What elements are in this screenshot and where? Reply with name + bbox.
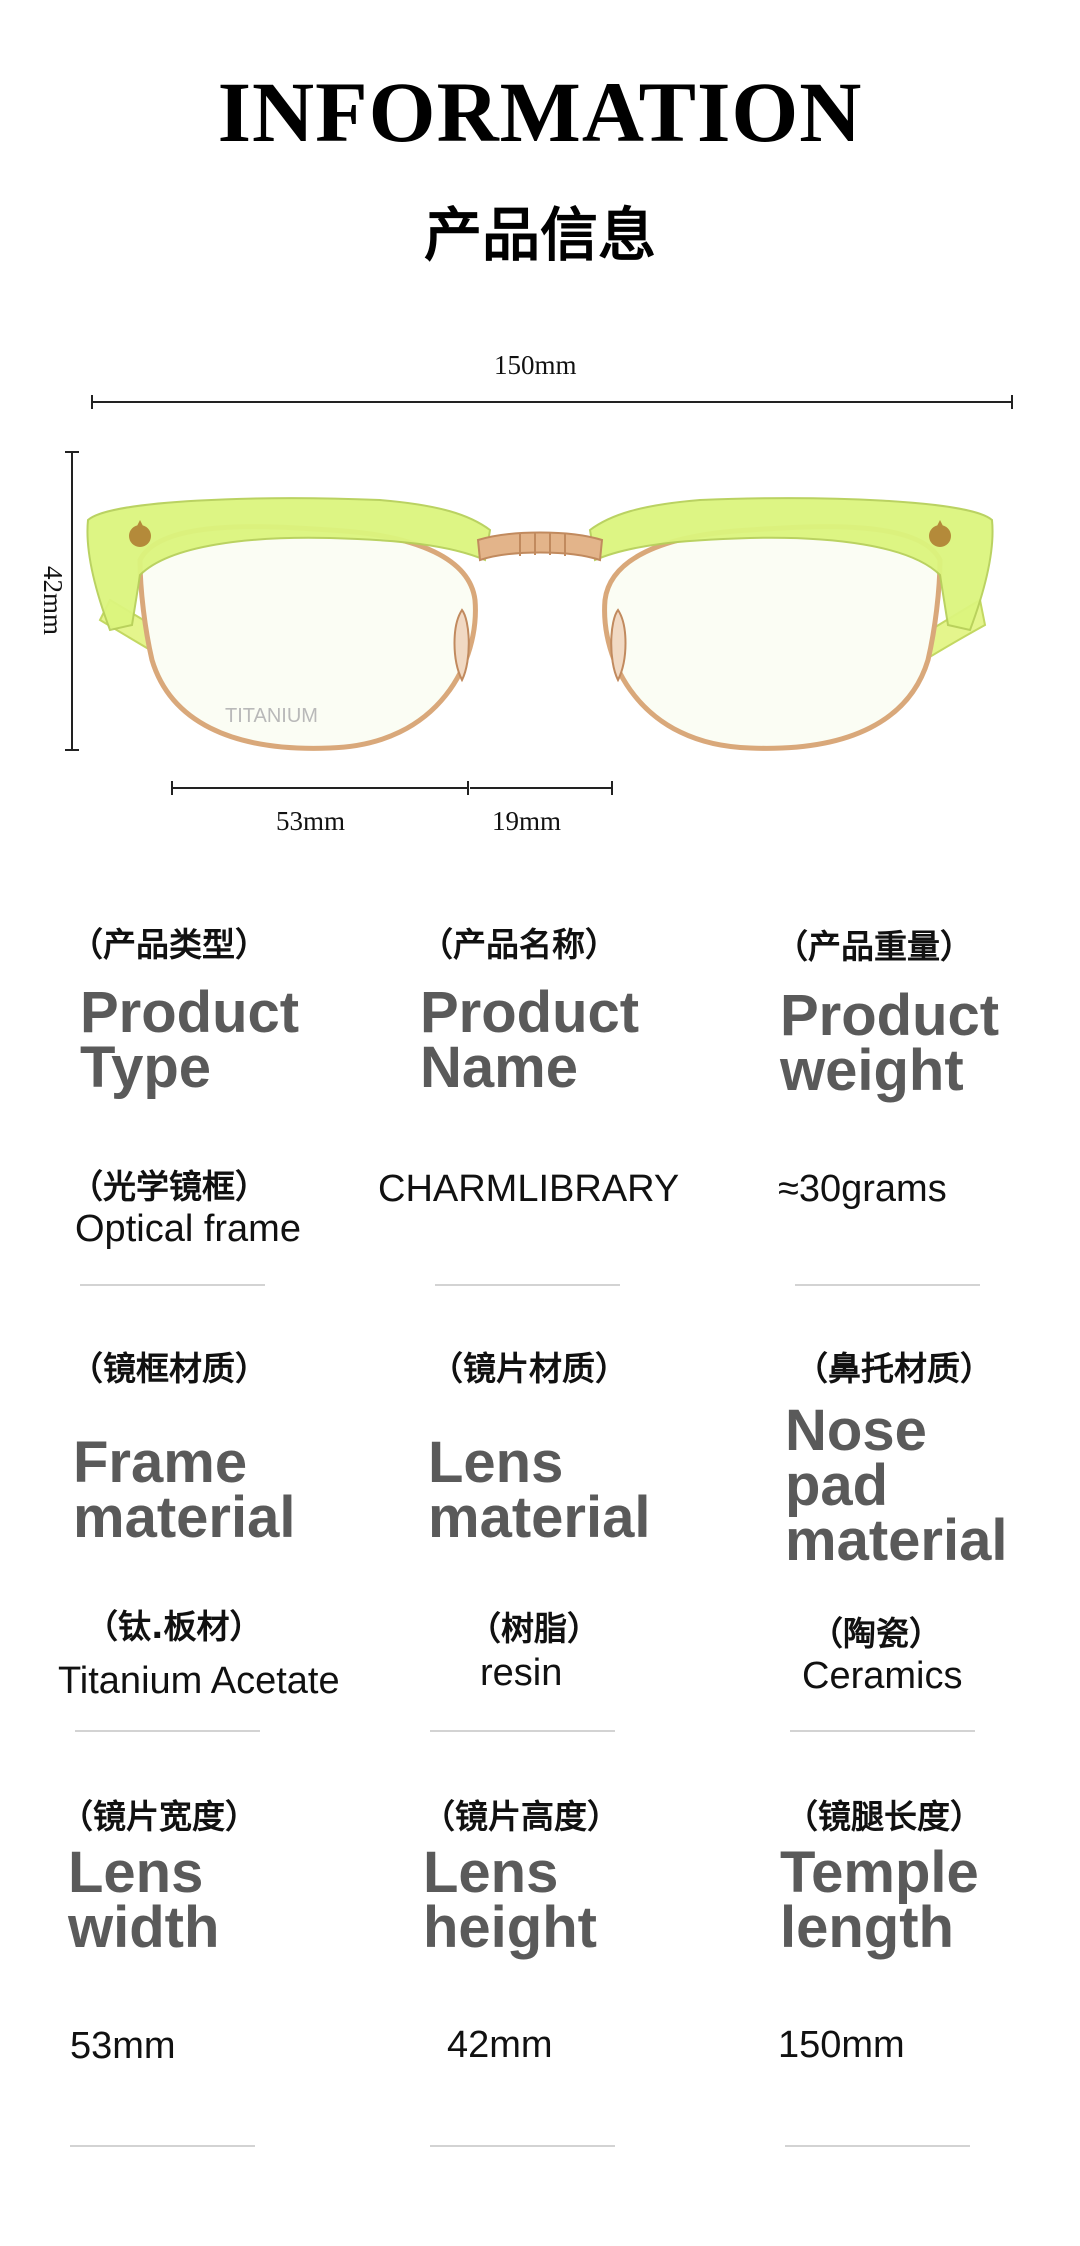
spec-product-name-separator [435, 1284, 620, 1286]
spec-product-name-value: CHARMLIBRARY [378, 1168, 680, 1210]
spec-lens-material-value: resin [480, 1652, 563, 1694]
spec-temple-length-separator [785, 2145, 970, 2147]
spec-lens-width-value: 53mm [70, 2025, 176, 2067]
glasses-diagram: TITANIUM [65, 395, 1013, 795]
spec-lens-height-separator [430, 2145, 615, 2147]
total-width-label: 150mm [494, 350, 577, 380]
lens-width-dimension-line [171, 781, 469, 795]
left-browline [86, 497, 492, 632]
lens-height-dimension-line [65, 451, 79, 751]
spec-product-type-value-cn: （光学镜框） [70, 1167, 268, 1206]
spec-product-name-cn: （产品名称） [420, 925, 618, 964]
spec-product-type-separator [80, 1284, 265, 1286]
spec-frame-material-separator [75, 1730, 260, 1732]
spec-frame-material-cn: （镜框材质） [70, 1349, 268, 1388]
spec-product-type-cn: （产品类型） [70, 925, 268, 964]
spec-lens-height-cn: （镜片高度） [422, 1797, 620, 1836]
spec-temple-length-value: 150mm [778, 2024, 905, 2066]
right-nose-pad [610, 608, 627, 683]
spec-product-type-heading: Product Type [80, 980, 300, 1101]
right-lens-rim [602, 524, 943, 751]
spec-nose-pad-material-separator [790, 1730, 975, 1732]
spec-frame-material-value-cn: （钛.板材） [85, 1607, 263, 1646]
spec-lens-width-heading: Lens width [68, 1840, 220, 1961]
frame-print-text: TITANIUM [225, 705, 318, 727]
spec-nose-pad-material-heading: Nose pad material [785, 1398, 1008, 1574]
lens-width-label: 53mm [276, 806, 346, 836]
spec-nose-pad-material-value: Ceramics [802, 1655, 963, 1697]
spec-lens-width-cn: （镜片宽度） [60, 1797, 258, 1836]
lens-height-label: 42mm [38, 565, 69, 636]
spec-product-weight-separator [795, 1284, 980, 1286]
page-title: INFORMATION [217, 64, 863, 160]
spec-lens-material-separator [430, 1730, 615, 1732]
right-fleur-icon [929, 520, 951, 547]
spec-lens-material-heading: Lens material [428, 1430, 651, 1551]
spec-product-weight-heading: Product weight [780, 983, 1000, 1104]
left-fleur-icon [129, 520, 151, 547]
spec-lens-height-heading: Lens height [423, 1840, 597, 1961]
spec-temple-length-heading: Temple length [780, 1840, 979, 1961]
spec-lens-height-value: 42mm [447, 2024, 553, 2066]
spec-nose-pad-material-cn: （鼻托材质） [795, 1349, 993, 1388]
spec-lens-material-cn: （镜片材质） [430, 1349, 628, 1388]
spec-temple-length-cn: （镜腿长度） [785, 1797, 983, 1836]
spec-product-name-heading: Product Name [420, 980, 640, 1101]
spec-frame-material-value: Titanium Acetate [58, 1660, 340, 1702]
total-width-dimension-line [91, 395, 1013, 409]
spec-nose-pad-material-value-cn: （陶瓷） [810, 1614, 942, 1653]
spec-frame-material-heading: Frame material [73, 1430, 296, 1551]
right-browline [588, 497, 994, 632]
spec-product-weight-value: ≈30grams [778, 1168, 947, 1210]
spec-lens-material-value-cn: （树脂） [468, 1609, 600, 1648]
bridge-width-label: 19mm [492, 806, 562, 836]
bridge-grooves [519, 533, 566, 556]
page-subtitle: 产品信息 [423, 201, 656, 269]
spec-product-type-value: Optical frame [75, 1208, 301, 1250]
bridge-width-dimension-line [470, 781, 613, 795]
bridge [476, 531, 604, 562]
left-nose-pad [453, 608, 470, 683]
spec-lens-width-separator [70, 2145, 255, 2147]
spec-product-weight-cn: （产品重量） [775, 927, 973, 966]
